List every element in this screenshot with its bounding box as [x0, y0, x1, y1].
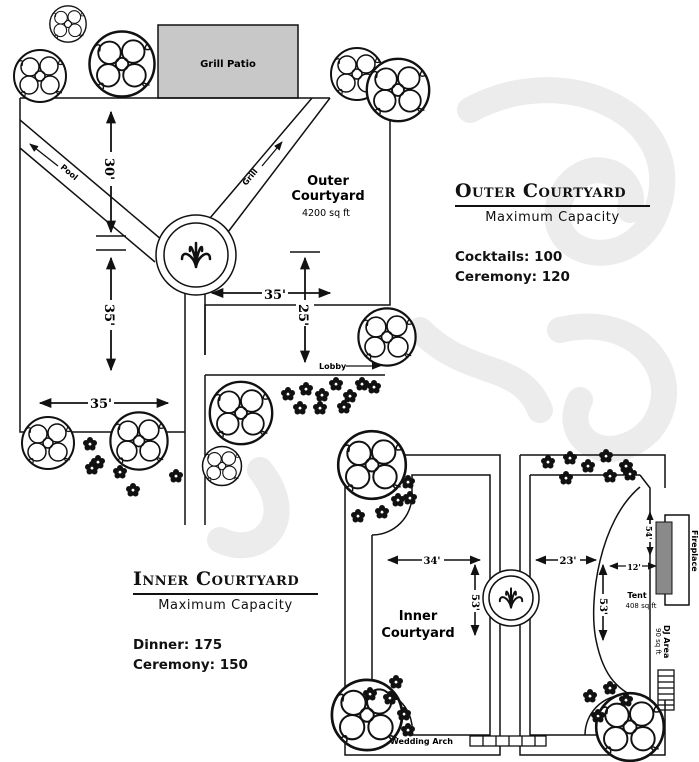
dim-23: 23': [560, 556, 577, 567]
dim-30: 30': [101, 158, 116, 180]
outer-courtyard-panel: Outer Courtyard Maximum Capacity Cocktai…: [455, 180, 650, 287]
tree: [49, 5, 87, 43]
fireplace-label: Fireplace: [690, 530, 699, 572]
tree: [109, 411, 169, 471]
tree: [201, 445, 243, 487]
outer-courtyard-name-1: Outer: [307, 174, 349, 189]
fireplace-hearth: [655, 521, 673, 595]
tree: [365, 57, 431, 123]
dim-25: 25': [295, 304, 310, 326]
tent-size: 408 sq ft: [626, 602, 657, 610]
inner-courtyard-name-2: Courtyard: [381, 626, 454, 641]
inner-courtyard-title: Inner Courtyard: [133, 568, 300, 590]
inner-courtyard-name-1: Inner: [399, 609, 438, 624]
tree: [21, 416, 75, 470]
dim-35-bottom: 35': [90, 397, 112, 412]
tree: [13, 49, 67, 103]
dim-35-vertical: 35': [101, 304, 116, 326]
dim-53-left: 53': [469, 594, 480, 611]
dj-area-label: DJ Area: [662, 625, 671, 658]
outer-courtyard-plan: Grill Patio Pool Grill Outer Courtyard 4…: [13, 5, 431, 525]
dim-35-horizontal: 35': [264, 288, 286, 303]
outer-courtyard-title: Outer Courtyard: [455, 180, 627, 202]
outer-courtyard-area: 4200 sq ft: [302, 208, 350, 219]
tent-label: Tent: [627, 591, 647, 600]
outer-cocktails-capacity: Cocktails: 100: [455, 249, 563, 265]
tree: [357, 307, 417, 367]
watermark-swirls: [207, 77, 678, 559]
dim-12: 12': [627, 562, 641, 572]
inner-title-rule: [133, 593, 318, 595]
tree: [208, 380, 274, 446]
dim-34: 34': [424, 556, 441, 567]
grill-patio: [157, 24, 299, 99]
inner-courtyard-panel: Inner Courtyard Maximum Capacity Dinner:…: [133, 568, 318, 675]
lobby-label: Lobby: [319, 362, 347, 371]
grill-label: Grill: [241, 167, 260, 187]
dj-area-stairs: [657, 669, 675, 711]
grill-patio-label: Grill Patio: [200, 59, 256, 70]
inner-ceremony-capacity: Ceremony: 150: [133, 657, 248, 673]
outer-ceremony-capacity: Ceremony: 120: [455, 269, 570, 285]
pool-label: Pool: [59, 163, 80, 183]
outer-title-rule: [455, 205, 650, 207]
outer-capacity-subtitle: Maximum Capacity: [485, 210, 620, 225]
dim-54: 54': [644, 526, 654, 540]
inner-capacity-subtitle: Maximum Capacity: [158, 598, 293, 613]
wedding-arch: [469, 735, 547, 747]
outer-courtyard-name-2: Courtyard: [291, 189, 364, 204]
inner-dinner-capacity: Dinner: 175: [133, 637, 223, 653]
tree: [336, 429, 408, 501]
wedding-arch-label: Wedding Arch: [390, 737, 453, 746]
dim-53-right: 53': [597, 598, 608, 615]
inner-courtyard-plan: Inner Courtyard 34' 23' 53' 53' 12' 54' …: [330, 429, 699, 762]
tree: [88, 30, 156, 98]
dj-area-size: 90 sq ft: [654, 628, 662, 655]
